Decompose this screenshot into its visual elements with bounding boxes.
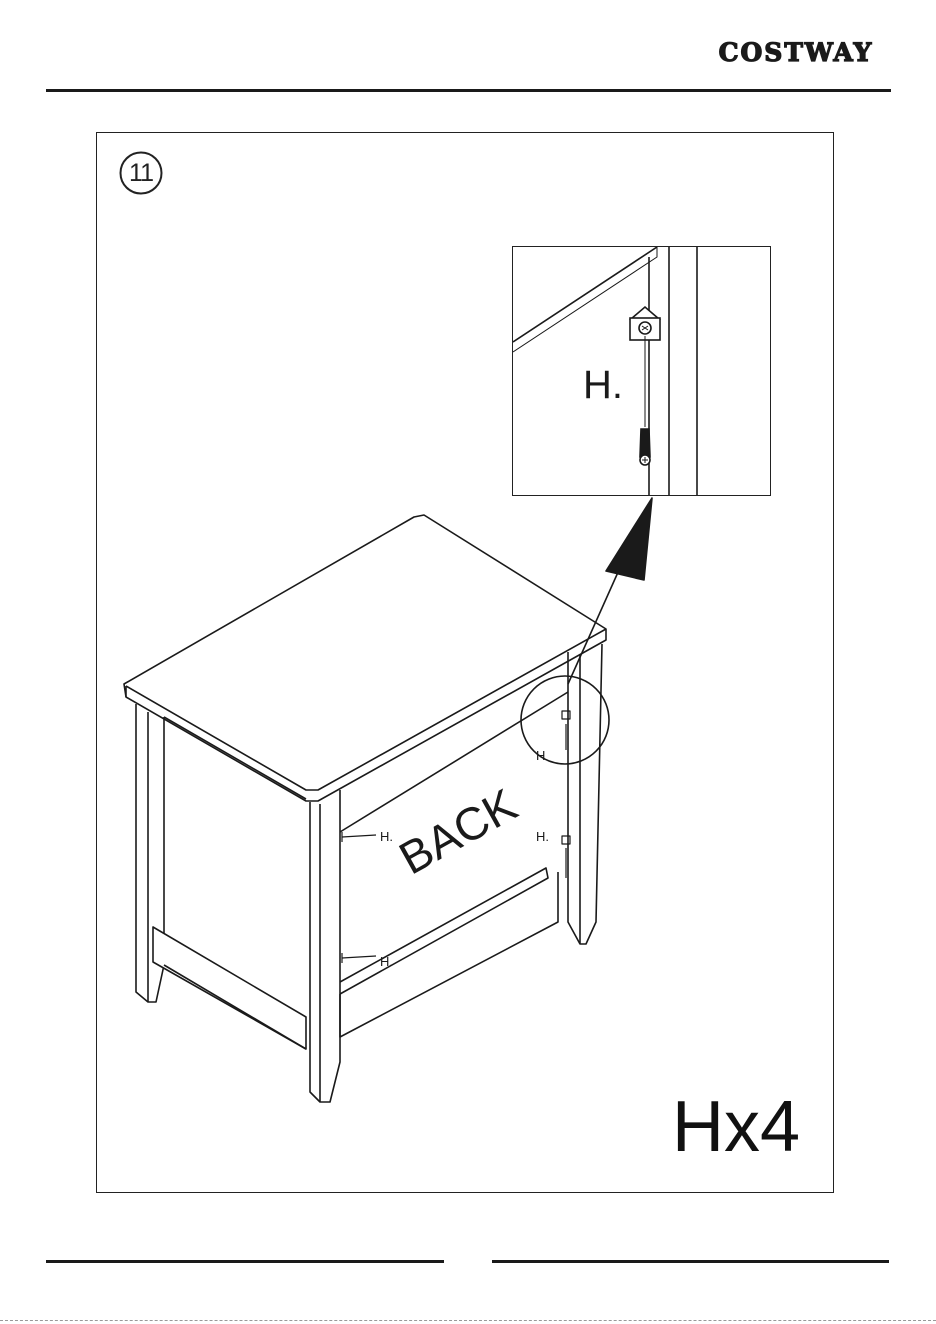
hardware-label-left-lower: H.	[380, 954, 393, 969]
hardware-quantity: Hx4	[672, 1086, 800, 1168]
hardware-label-right: H.	[536, 829, 549, 844]
hardware-label-circle: H	[536, 748, 545, 763]
page-edge-dash	[0, 1320, 936, 1321]
footer-rule-right	[492, 1260, 889, 1263]
brand-logo: COSTWAY	[700, 30, 892, 70]
svg-text:COSTWAY: COSTWAY	[719, 38, 874, 67]
detail-inset: H.	[512, 246, 771, 496]
footer-rule-left	[46, 1260, 444, 1263]
detail-hardware-label: H.	[583, 363, 623, 408]
header-rule	[46, 89, 891, 92]
